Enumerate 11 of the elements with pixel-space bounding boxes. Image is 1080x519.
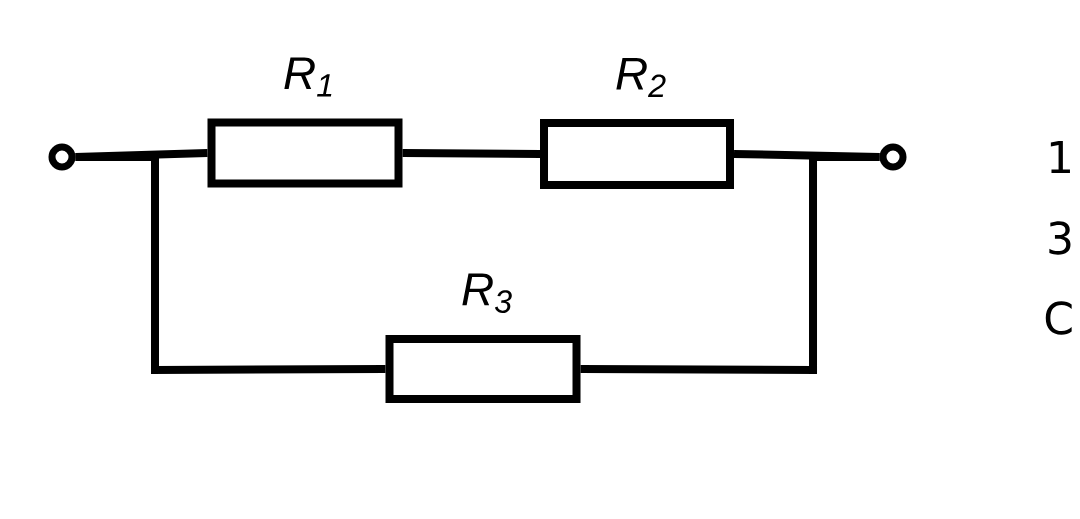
resistor: R$_{2}$ <box>540 57 734 189</box>
text-fragment: 3 <box>1049 221 1071 255</box>
resistor: R$_{3}$ <box>385 273 581 403</box>
node-label: R$_{3}$ <box>462 273 512 313</box>
resistor: R$_{1}$ <box>207 57 403 188</box>
terminal-circle <box>48 143 76 171</box>
node-label: R$_{1}$ <box>284 57 332 97</box>
terminal-circle <box>879 143 907 171</box>
text-fragment: 1 <box>1050 140 1070 174</box>
node-label: R$_{2}$ <box>616 57 666 97</box>
text-fragment: C <box>1045 301 1072 335</box>
